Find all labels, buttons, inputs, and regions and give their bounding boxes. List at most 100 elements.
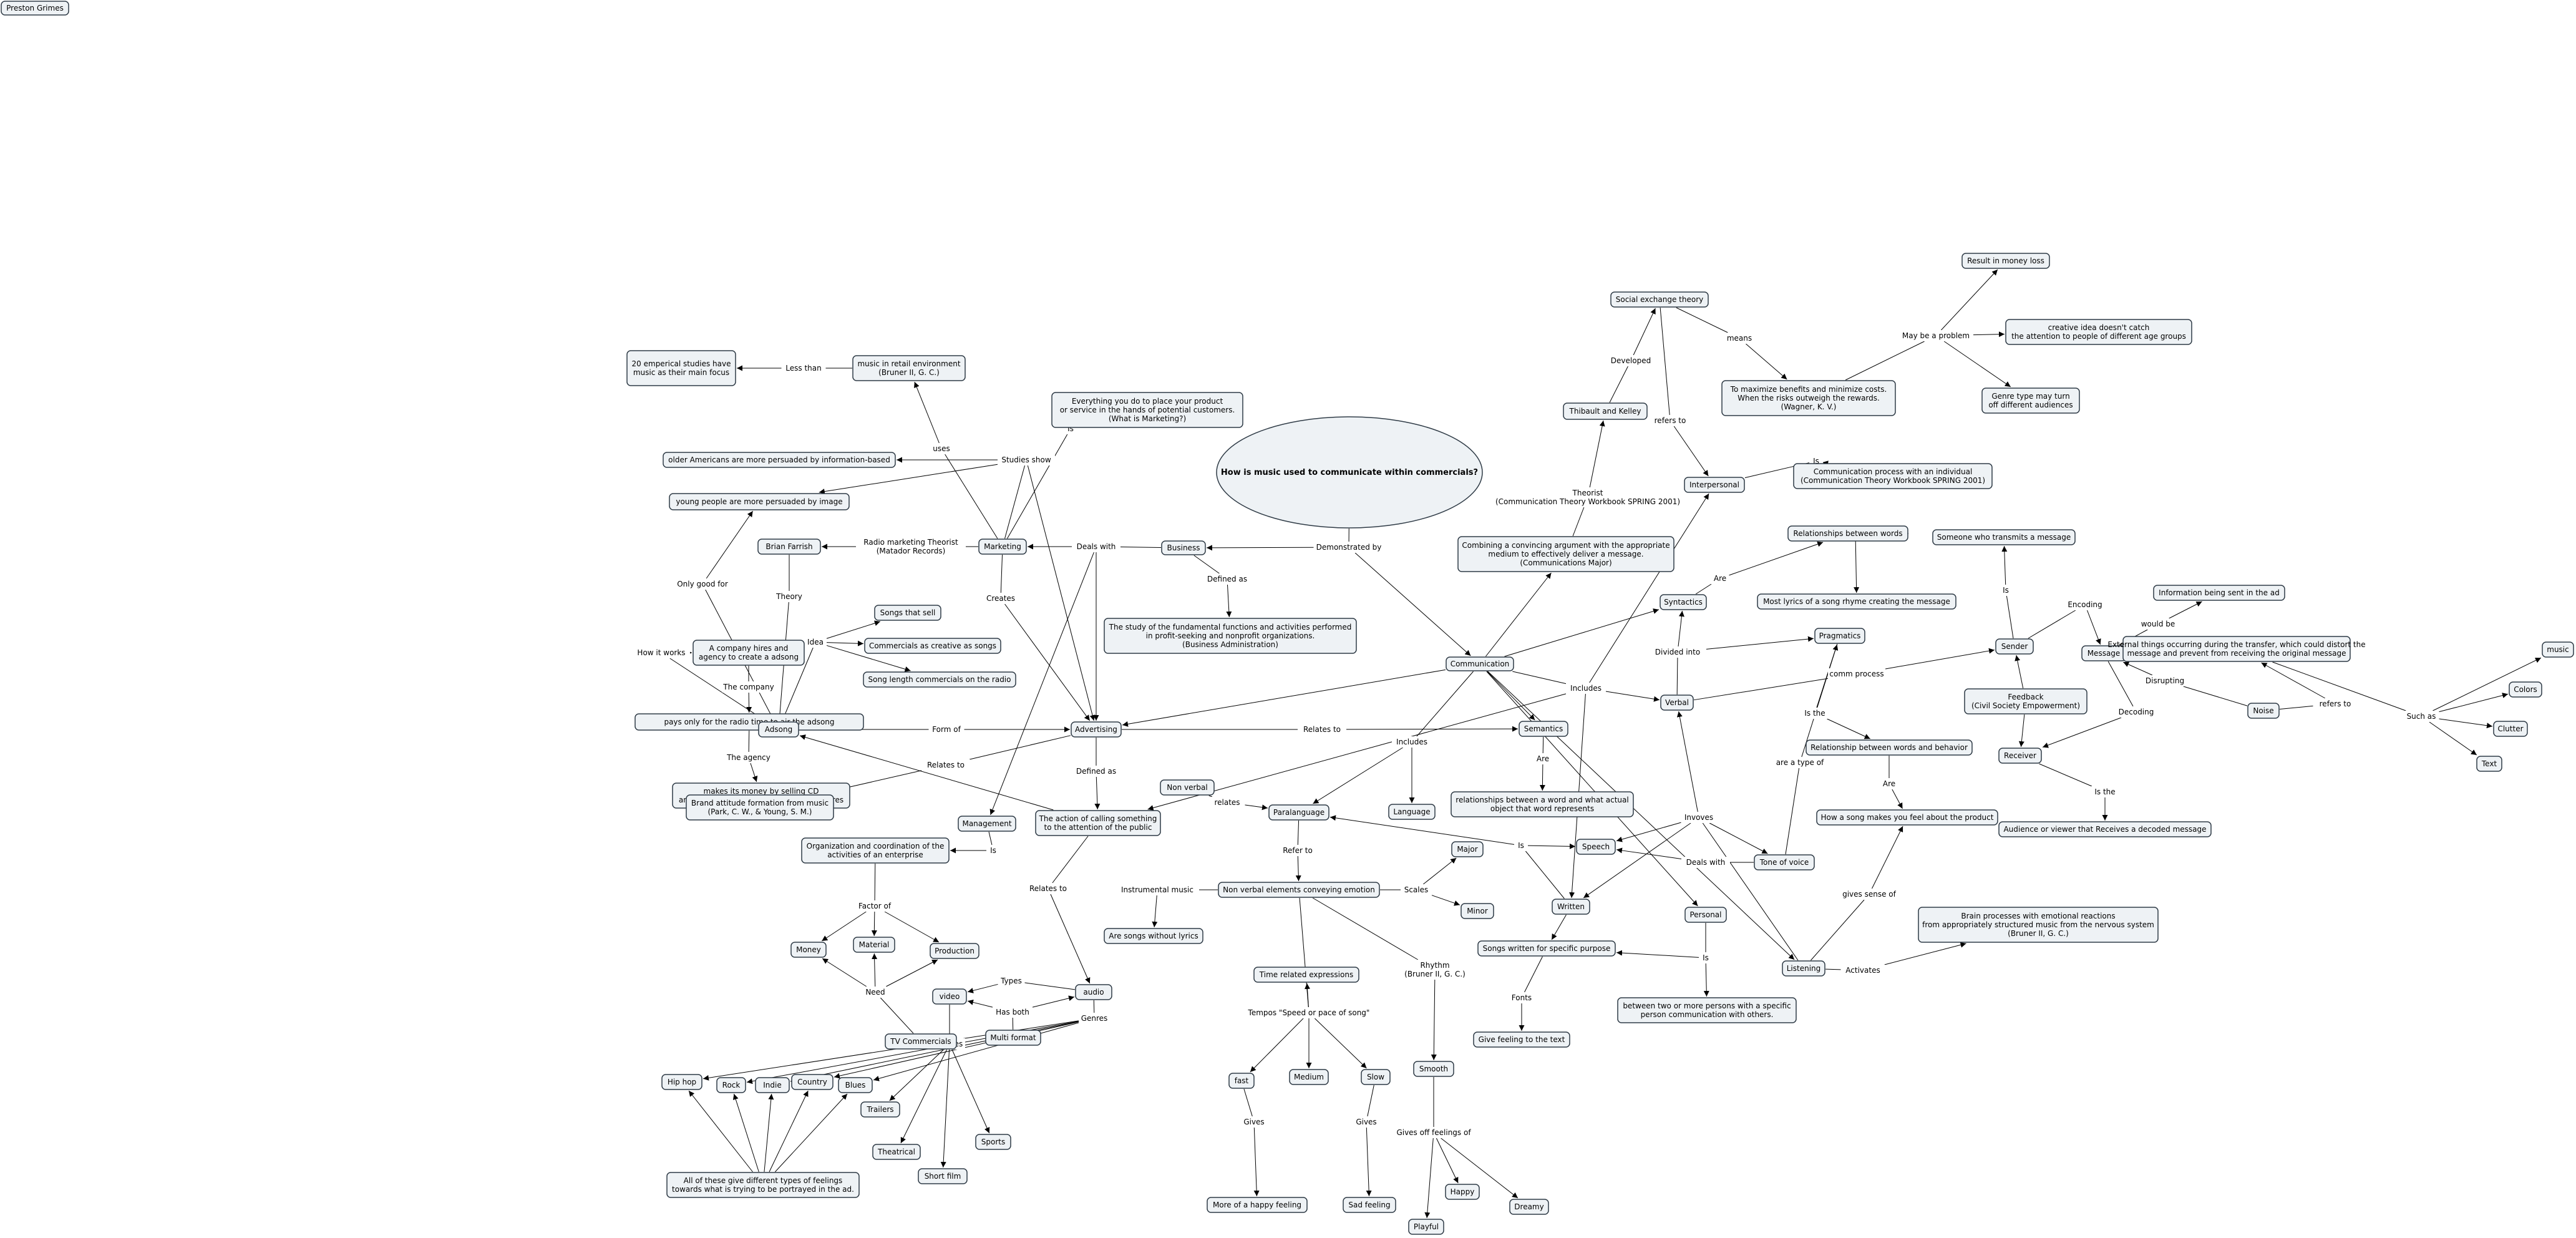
concept-receiver[interactable]: Receiver [1998, 748, 2042, 764]
concept-money[interactable]: Money [790, 942, 827, 958]
concept-someone-transmits[interactable]: Someone who transmits a message [1932, 529, 2076, 545]
concept-most-lyrics[interactable]: Most lyrics of a song rhyme creating the… [1757, 593, 1956, 610]
concept-management[interactable]: Management [958, 816, 1016, 832]
concept-video[interactable]: video [932, 988, 967, 1005]
concept-songs-written[interactable]: Songs written for specific purpose [1477, 940, 1616, 957]
concept-trailers[interactable]: Trailers [860, 1101, 900, 1118]
concept-major[interactable]: Major [1451, 841, 1484, 857]
concept-brand-attitude[interactable]: Brand attitude formation from music(Park… [686, 794, 834, 821]
concept-text[interactable]: Text [2476, 756, 2502, 772]
concept-commercials-as-songs[interactable]: Commercials as creative as songs [864, 638, 1001, 654]
concept-tone-of-voice[interactable]: Tone of voice [1754, 854, 1815, 870]
concept-verbal[interactable]: Verbal [1660, 695, 1694, 711]
concept-sender[interactable]: Sender [1995, 638, 2034, 655]
concept-external-things[interactable]: External things occurring during the tra… [2107, 636, 2366, 662]
concept-audience[interactable]: Audience or viewer that Receives a decod… [1998, 821, 2212, 837]
concept-songs-without-lyrics[interactable]: Are songs without lyrics [1104, 928, 1203, 944]
concept-syntactics[interactable]: Syntactics [1660, 594, 1707, 610]
concept-country[interactable]: Country [791, 1074, 834, 1090]
concept-medium[interactable]: Medium [1289, 1069, 1329, 1085]
concept-short-film[interactable]: Short film [918, 1168, 968, 1184]
concept-minor[interactable]: Minor [1461, 903, 1494, 919]
concept-material[interactable]: Material [853, 937, 895, 953]
concept-blues[interactable]: Blues [838, 1077, 873, 1093]
concept-combining[interactable]: Combining a convincing argument with the… [1457, 536, 1674, 572]
concept-smooth[interactable]: Smooth [1413, 1061, 1454, 1077]
concept-playful[interactable]: Playful [1408, 1219, 1444, 1235]
concept-older-americans[interactable]: older Americans are more persuaded by in… [663, 452, 896, 468]
concept-dreamy[interactable]: Dreamy [1509, 1199, 1549, 1215]
concept-how-song-makes[interactable]: How a song makes you feel about the prod… [1816, 809, 1998, 826]
concept-pays-only[interactable]: pays only for the radio time to air the … [634, 713, 864, 731]
concept-communication[interactable]: Communication [1446, 656, 1514, 671]
concept-language[interactable]: Language [1388, 804, 1436, 820]
concept-feedback[interactable]: Feedback(Civil Society Empowerment) [1964, 688, 2088, 714]
concept-fast[interactable]: fast [1228, 1073, 1255, 1089]
concept-info-being-sent[interactable]: Information being sent in the ad [2153, 585, 2285, 601]
concept-advertising[interactable]: Advertising [1071, 721, 1122, 738]
concept-noise[interactable]: Noise [2247, 703, 2280, 719]
concept-audio[interactable]: audio [1075, 984, 1112, 1000]
concept-theatrical[interactable]: Theatrical [872, 1144, 921, 1160]
connector-genres_vid-theatrical [900, 1049, 948, 1144]
concept-pragmatics[interactable]: Pragmatics [1814, 628, 1865, 644]
concept-song-length[interactable]: Song length commercials on the radio [863, 671, 1016, 688]
concept-music[interactable]: music [2542, 641, 2574, 658]
concept-colors[interactable]: Colors [2509, 681, 2542, 698]
concept-all-these[interactable]: All of these give different types of fee… [666, 1172, 860, 1198]
concept-hip-hop[interactable]: Hip hop [661, 1074, 702, 1090]
concept-young-people[interactable]: young people are more persuaded by image [669, 493, 850, 510]
concept-label: Marketing [984, 542, 1021, 551]
concept-music-retail[interactable]: music in retail environment(Bruner II, G… [852, 355, 966, 381]
concept-comm-process-individual[interactable]: Communication process with an individual… [1793, 463, 1993, 489]
concept-sports[interactable]: Sports [975, 1134, 1011, 1150]
concept-tv-commercials[interactable]: TV Commercials [885, 1033, 957, 1050]
concept-give-feeling[interactable]: Give feeling to the text [1473, 1031, 1570, 1048]
concept-focus-question[interactable]: How is music used to communicate within … [1216, 416, 1483, 529]
concept-maximize[interactable]: To maximize benefits and minimize costs.… [1721, 380, 1896, 416]
concept-indie[interactable]: Indie [755, 1077, 790, 1093]
concept-adsong[interactable]: Adsong [758, 721, 799, 738]
concept-thibault[interactable]: Thibault and Kelley [1563, 402, 1648, 420]
concept-written[interactable]: Written [1552, 899, 1590, 915]
concept-brian-farrish[interactable]: Brian Farrish [757, 539, 821, 555]
concept-speech[interactable]: Speech [1576, 839, 1616, 855]
link-label-text: Relates to [927, 761, 965, 769]
concept-slow[interactable]: Slow [1361, 1069, 1391, 1085]
connector-such_as-colors [2439, 693, 2509, 713]
concept-author[interactable]: Preston Grimes [1, 1, 69, 16]
concept-relationships-words[interactable]: Relationships between words [1787, 525, 1908, 542]
concept-relationships-word-object[interactable]: relationships between a word and what ac… [1451, 791, 1634, 817]
concept-happy-feeling[interactable]: More of a happy feeling [1207, 1197, 1308, 1213]
concept-social-exchange[interactable]: Social exchange theory [1610, 291, 1709, 308]
concept-production[interactable]: Production [930, 943, 979, 959]
concept-paralanguage[interactable]: Paralanguage [1268, 804, 1329, 821]
concept-nonverbal-elements[interactable]: Non verbal elements conveying emotion [1218, 882, 1380, 898]
concept-multi-format[interactable]: Multi format [985, 1030, 1041, 1046]
concept-result-loss[interactable]: Result in money loss [1961, 253, 2050, 269]
concept-sad-feeling[interactable]: Sad feeling [1343, 1197, 1396, 1213]
concept-personal[interactable]: Personal [1684, 907, 1727, 923]
concept-rock[interactable]: Rock [716, 1077, 746, 1093]
concept-time-related[interactable]: Time related expressions [1253, 967, 1359, 983]
concept-marketing[interactable]: Marketing [978, 539, 1027, 555]
concept-interpersonal[interactable]: Interpersonal [1684, 477, 1745, 493]
concept-songs-that-sell[interactable]: Songs that sell [874, 605, 941, 621]
concept-happy[interactable]: Happy [1445, 1184, 1480, 1200]
concept-brain-processes[interactable]: Brain processes with emotional reactions… [1918, 907, 2159, 943]
concept-rel-word-behavior[interactable]: Relationship between words and behavior [1806, 739, 1973, 756]
concept-non-verbal[interactable]: Non verbal [1160, 779, 1215, 796]
concept-listening[interactable]: Listening [1782, 960, 1825, 977]
concept-between-persons[interactable]: between two or more persons with a speci… [1617, 997, 1797, 1023]
concept-semantics[interactable]: Semantics [1519, 721, 1568, 737]
concept-business-def[interactable]: The study of the fundamental functions a… [1104, 618, 1357, 654]
concept-clutter[interactable]: Clutter [2493, 721, 2528, 737]
concept-business[interactable]: Business [1161, 540, 1206, 555]
